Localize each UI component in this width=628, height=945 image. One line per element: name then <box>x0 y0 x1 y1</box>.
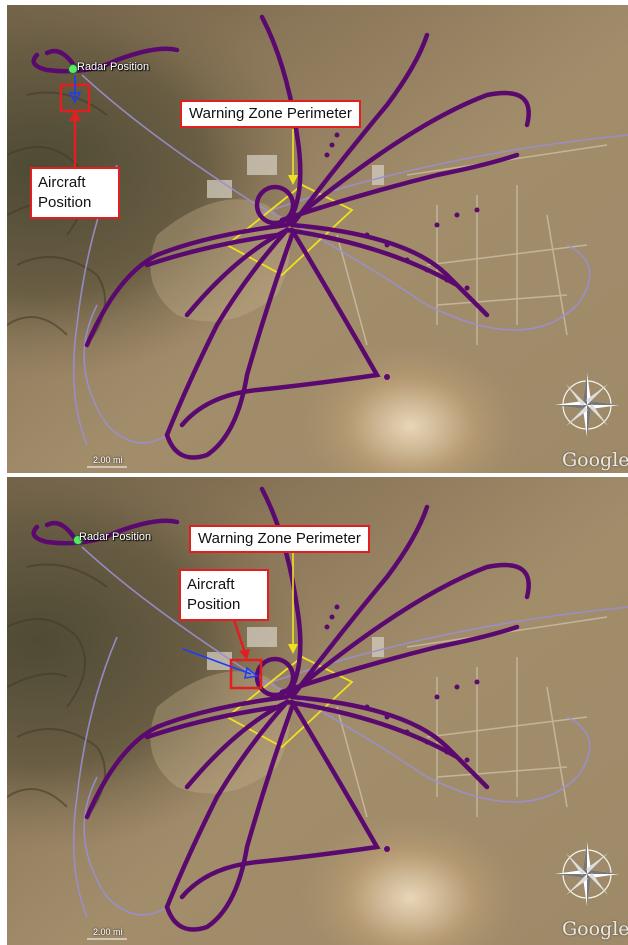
google-watermark: Google <box>562 449 628 471</box>
aircraft-arrow-icon <box>68 75 82 104</box>
radar-marker-icon <box>68 64 78 74</box>
rock-outcrop <box>7 5 628 473</box>
aircraft-position-label: Aircraft Position <box>30 167 120 219</box>
radar-position-label: Radar Position <box>77 61 150 73</box>
warning-zone-label: Warning Zone Perimeter <box>189 525 370 553</box>
zone-label-arrow <box>288 549 298 654</box>
warning-zone-perimeter <box>225 655 354 749</box>
radar-position-label: Radar Position <box>79 531 152 543</box>
aircraft-position-box <box>229 658 263 690</box>
scale-label: 2.00 mi <box>93 455 123 465</box>
map-image-top <box>7 5 628 473</box>
aircraft-label-arrow <box>231 616 250 660</box>
track-loop <box>254 184 296 226</box>
google-watermark: Google <box>562 918 628 940</box>
scale-label: 2.00 mi <box>93 927 123 937</box>
track-dots <box>324 132 480 380</box>
radar-marker-icon <box>73 535 83 545</box>
zone-label-arrow <box>288 129 298 185</box>
aircraft-position-label: Aircraft Position <box>179 569 269 621</box>
warning-zone-label: Warning Zone Perimeter <box>180 100 361 128</box>
track-dots <box>324 604 480 852</box>
warning-zone-perimeter <box>225 183 354 277</box>
track-loop <box>254 656 296 698</box>
aircraft-arrow-icon <box>182 648 259 679</box>
map-panel-top: Radar Position Warning Zone Perimeter Ai… <box>7 5 628 473</box>
compass-rose-icon <box>555 842 619 906</box>
flight-tracks <box>31 14 531 460</box>
aircraft-label-arrow <box>69 110 81 167</box>
rock-outcrop <box>7 477 628 945</box>
map-panel-bottom: Radar Position Warning Zone Perimeter Ai… <box>7 477 628 945</box>
faint-flight-path <box>72 546 628 918</box>
facility-cluster <box>207 155 384 198</box>
compass-rose-icon <box>555 373 619 437</box>
